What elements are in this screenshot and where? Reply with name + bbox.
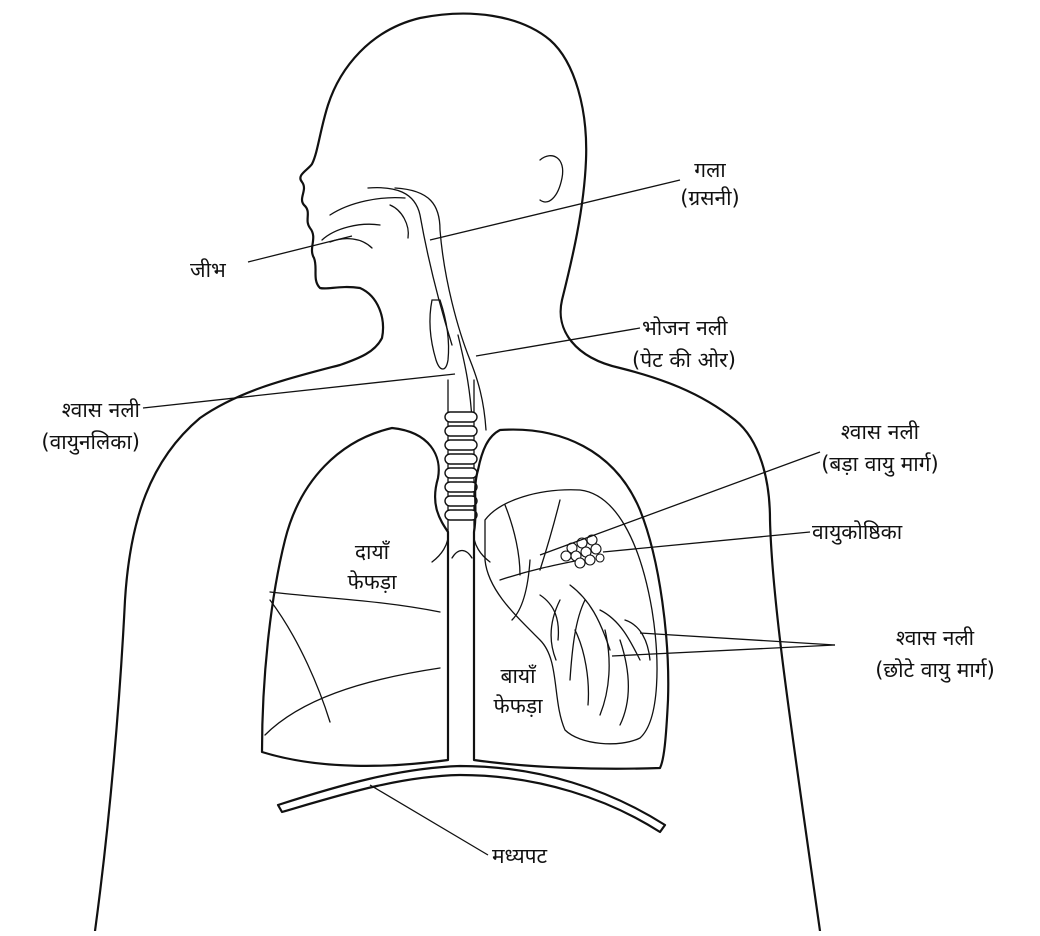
trachea-rings <box>445 412 477 520</box>
bronchioles-label-line2: (छोटे वायु मार्ग) <box>840 656 1030 684</box>
alveoli-label: वायुकोष्ठिका <box>812 518 902 546</box>
bronchioles-leader-2 <box>612 645 835 656</box>
right-lung-fissure-3 <box>270 600 330 722</box>
alveoli-leader <box>603 532 810 552</box>
right-lung-label-line2: फेफड़ा <box>322 568 422 596</box>
tongue-label: जीभ <box>190 256 226 284</box>
bronchus-leader <box>540 452 820 555</box>
bronchioles-label-line1: श्वास नली <box>840 624 1030 652</box>
trachea-fork <box>432 530 490 562</box>
left-lung-label-line2: फेफड़ा <box>468 692 568 720</box>
tongue-leader <box>248 236 352 262</box>
left-lung-label-line1: बायाँ <box>468 662 568 690</box>
right-lung-label-line1: दायाँ <box>322 538 422 566</box>
bronchus-label-line2: (बड़ा वायु मार्ग) <box>800 450 960 478</box>
diaphragm-leader <box>370 785 488 855</box>
food-pipe-leader <box>476 328 640 356</box>
throat-back-wall <box>395 188 486 430</box>
diaphragm-band <box>278 766 665 832</box>
pharynx-wall <box>368 188 452 345</box>
diaphragm-label: मध्यपट <box>492 842 547 870</box>
mouth-cavity <box>322 224 380 240</box>
bronchioles-leader-1 <box>640 633 835 645</box>
food-pipe-label-line1: भोजन नली <box>642 314 727 342</box>
food-pipe-label-line2: (पेट की ओर) <box>632 346 736 374</box>
windpipe-leader <box>143 374 455 408</box>
mediastinum <box>448 560 474 760</box>
throat-label-line2: (ग्रसनी) <box>650 184 770 212</box>
epiglottis <box>390 205 408 238</box>
windpipe-label-line2: (वायुनलिका) <box>0 428 140 456</box>
throat-leader <box>430 180 680 240</box>
throat-label-line1: गला <box>650 156 770 184</box>
windpipe-label-line1: श्वास नली <box>0 396 140 424</box>
right-lung-fissure-2 <box>265 668 440 735</box>
ear-outline <box>540 156 563 202</box>
larynx-cartilage <box>430 300 449 369</box>
bronchus-label-line1: श्वास नली <box>800 418 960 446</box>
